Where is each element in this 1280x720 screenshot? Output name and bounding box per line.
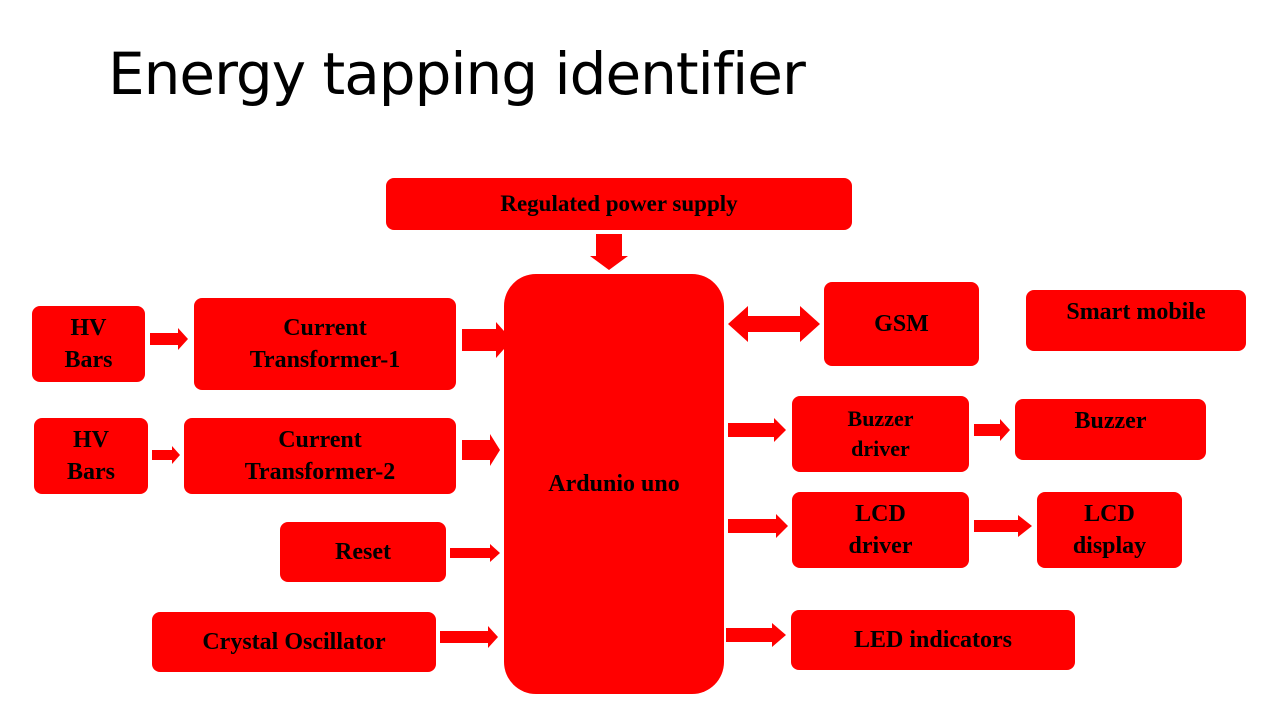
smart-mobile-block: Smart mobile (1026, 290, 1246, 351)
arrow-reset-to-mcu (450, 544, 500, 562)
hv-bars-1-block: HV Bars (32, 306, 145, 382)
arrow-mcu-to-lcd-driver (728, 514, 788, 538)
reset-block: Reset (280, 522, 446, 582)
crystal-oscillator-block: Crystal Oscillator (152, 612, 436, 672)
arrow-ct1-to-mcu (462, 322, 512, 358)
buzzer-block: Buzzer (1015, 399, 1206, 460)
gsm-block: GSM (824, 282, 979, 366)
arrow-power-to-mcu (590, 234, 628, 270)
arrow-mcu-to-buzzer-driver (728, 418, 786, 442)
led-indicators-block: LED indicators (791, 610, 1075, 670)
arrow-ct2-to-mcu (462, 434, 500, 466)
arrow-lcd-driver-to-lcd-display (974, 515, 1032, 537)
arrow-hv1-to-ct1 (150, 328, 188, 350)
hv-bars-2-block: HV Bars (34, 418, 148, 494)
current-transformer-2-block: Current Transformer-2 (184, 418, 456, 494)
lcd-driver-block: LCD driver (792, 492, 969, 568)
buzzer-driver-block: Buzzer driver (792, 396, 969, 472)
arrow-crystal-to-mcu (440, 626, 498, 648)
regulated-power-supply-block: Regulated power supply (386, 178, 852, 230)
slide-title: Energy tapping identifier (108, 40, 806, 108)
lcd-display-block: LCD display (1037, 492, 1182, 568)
arrow-hv2-to-ct2 (152, 446, 180, 464)
arrow-mcu-to-led (726, 623, 786, 647)
current-transformer-1-block: Current Transformer-1 (194, 298, 456, 390)
arrow-mcu-gsm (728, 306, 820, 342)
arrow-buzzer-driver-to-buzzer (974, 419, 1010, 441)
arduino-uno-block: Ardunio uno (504, 274, 724, 694)
